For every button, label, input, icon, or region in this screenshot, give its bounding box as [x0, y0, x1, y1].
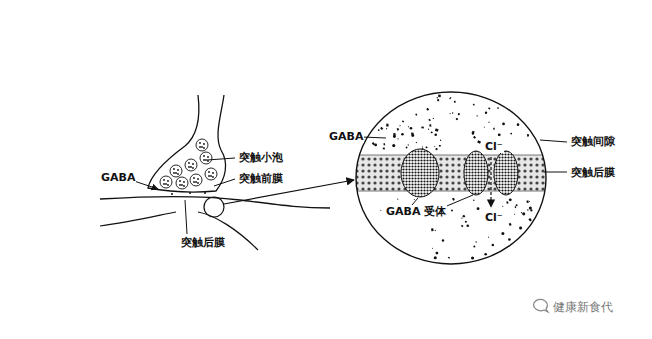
part-name: 突触后膜 — [570, 166, 616, 179]
part-name: 突触小泡 — [238, 151, 284, 164]
ion-label: Cl⁻ — [484, 140, 504, 153]
ion-label: Cl⁻ — [484, 211, 504, 224]
channel-half — [494, 151, 518, 195]
vesicles — [160, 139, 217, 195]
part-name: GABA 受体 — [385, 205, 447, 218]
part-name: 突触前膜 — [238, 172, 284, 185]
channel-half — [464, 151, 488, 195]
presynaptic-terminal — [148, 95, 226, 192]
label-text: GABA — [328, 130, 364, 143]
leader-lines — [131, 137, 567, 234]
postsynaptic-membrane — [100, 197, 330, 209]
magnify-circle — [204, 197, 224, 217]
watermark-icon — [534, 299, 548, 312]
postsynaptic-outline — [100, 212, 176, 226]
watermark: 健康新食代 — [552, 300, 614, 314]
chloride-arrow — [490, 157, 491, 207]
lens-outline — [356, 92, 546, 264]
part-name: 突触后膜 — [180, 236, 226, 249]
label-text: GABA — [100, 171, 136, 184]
part-name: 突触间隙 — [570, 135, 616, 148]
gaba-receptor — [401, 149, 439, 197]
